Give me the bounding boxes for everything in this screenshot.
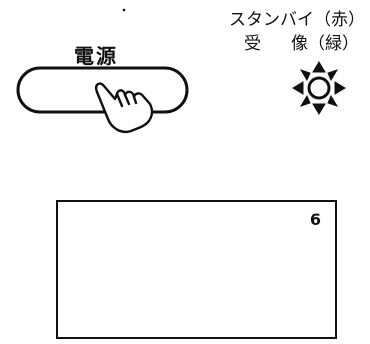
receive-label: 受 像（緑） <box>244 29 359 54</box>
channel-number: 6 <box>309 210 321 229</box>
dot-mark <box>122 8 126 12</box>
lamp-on-icon <box>292 61 346 115</box>
power-label: 電源 <box>74 44 118 68</box>
tv-screen: 6 <box>56 200 337 339</box>
standby-label: スタンバイ（赤） <box>229 10 365 30</box>
pressing-hand-icon <box>95 82 154 133</box>
receive-label-part2: 像（緑） <box>291 34 359 54</box>
receive-label-part1: 受 <box>244 34 261 54</box>
